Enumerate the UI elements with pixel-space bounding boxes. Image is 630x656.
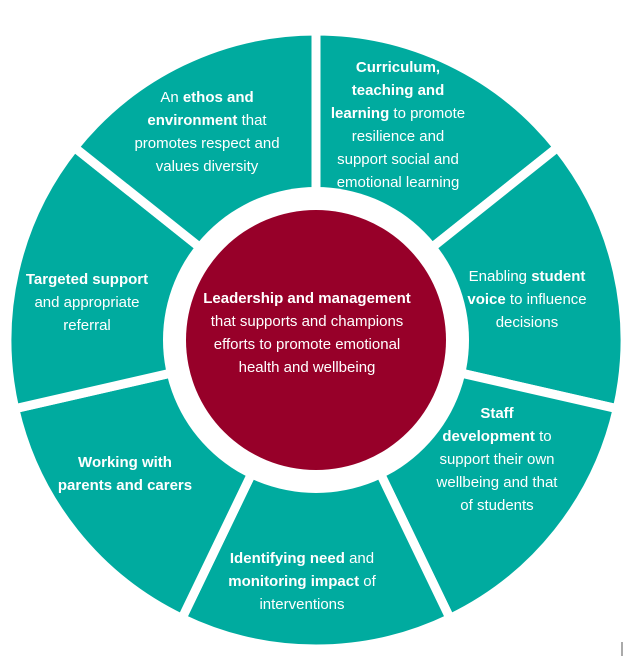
text-line: health and wellbeing xyxy=(203,356,411,379)
bold-text: Targeted support xyxy=(25,271,149,288)
text-line: and appropriate xyxy=(26,291,148,314)
text-run: Enabling xyxy=(468,268,532,285)
text-line: efforts to promote emotional xyxy=(203,333,411,356)
text-line: support social and xyxy=(331,148,465,171)
text-line: referral xyxy=(26,314,148,337)
text-line: parents and carers xyxy=(58,474,192,497)
text-line: resilience and xyxy=(331,125,465,148)
center-text: Leadership and management that supports a… xyxy=(203,287,411,379)
text-run: to influence xyxy=(505,291,587,308)
text-line: that supports and champions xyxy=(203,310,411,333)
segment-text-working-with-parents: Working with parents and carers xyxy=(58,451,192,497)
text-line: promotes respect and xyxy=(134,132,279,155)
text-run: and xyxy=(344,550,375,567)
center-circle xyxy=(186,210,446,470)
text-line: decisions xyxy=(467,311,586,334)
text-run: support their own xyxy=(439,451,555,468)
bold-text: environment xyxy=(147,112,238,129)
text-run: decisions xyxy=(495,314,559,331)
text-line: An ethos and xyxy=(134,86,279,109)
text-line: Identifying need and xyxy=(228,547,376,570)
text-run: health and wellbeing xyxy=(238,359,376,376)
bold-text: teaching and xyxy=(351,82,445,99)
bold-text: Curriculum, xyxy=(355,59,441,76)
text-line: Curriculum, xyxy=(331,56,465,79)
text-run: resilience and xyxy=(351,128,445,145)
text-line: support their own xyxy=(437,448,558,471)
text-line: environment that xyxy=(134,109,279,132)
text-run: referral xyxy=(63,317,111,334)
bold-text: student xyxy=(531,268,586,285)
text-line: wellbeing and that xyxy=(437,471,558,494)
bold-text: Leadership and management xyxy=(203,290,411,307)
text-run: emotional learning xyxy=(336,174,460,191)
bold-text: learning xyxy=(330,105,390,122)
text-run: wellbeing and that xyxy=(436,474,558,491)
text-run: efforts to promote emotional xyxy=(213,336,401,353)
text-run: An xyxy=(160,89,183,106)
bold-text: monitoring impact xyxy=(228,573,360,590)
text-line: Enabling student xyxy=(467,265,586,288)
bold-text: parents and carers xyxy=(57,477,193,494)
text-line: Staff xyxy=(437,402,558,425)
text-line: interventions xyxy=(228,593,376,616)
text-run: support social and xyxy=(337,151,459,168)
text-run: values diversity xyxy=(155,158,259,175)
text-line: values diversity xyxy=(134,155,279,178)
text-line: monitoring impact of xyxy=(228,570,376,593)
text-run: to xyxy=(534,428,552,445)
segment-text-staff-development: Staff development to support their own well… xyxy=(437,402,558,517)
text-run: interventions xyxy=(259,596,345,613)
text-run: that xyxy=(237,112,267,129)
text-run: promotes respect and xyxy=(134,135,280,152)
bold-text: Staff xyxy=(480,405,514,422)
text-line: development to xyxy=(437,425,558,448)
text-run: of students xyxy=(460,497,534,514)
text-run: of xyxy=(359,573,376,590)
segment-text-targeted-support: Targeted support and appropriate referral xyxy=(26,268,148,337)
bold-text: voice xyxy=(467,291,506,308)
text-run: that supports and champions xyxy=(210,313,404,330)
bold-text: Identifying need xyxy=(229,550,345,567)
text-run: to promote xyxy=(389,105,466,122)
text-line: Targeted support xyxy=(26,268,148,291)
text-line: teaching and xyxy=(331,79,465,102)
text-line: Working with xyxy=(58,451,192,474)
bold-text: development xyxy=(442,428,535,445)
segment-text-curriculum: Curriculum, teaching and learning to promo… xyxy=(331,56,465,194)
text-line: Leadership and management xyxy=(203,287,411,310)
segment-identifying-need xyxy=(175,329,457,654)
text-line: voice to influence xyxy=(467,288,586,311)
text-line: emotional learning xyxy=(331,171,465,194)
bold-text: Working with xyxy=(78,454,172,471)
text-line: learning to promote xyxy=(331,102,465,125)
text-line: of students xyxy=(437,494,558,517)
bold-text: ethos and xyxy=(182,89,254,106)
text-run: and appropriate xyxy=(34,294,140,311)
